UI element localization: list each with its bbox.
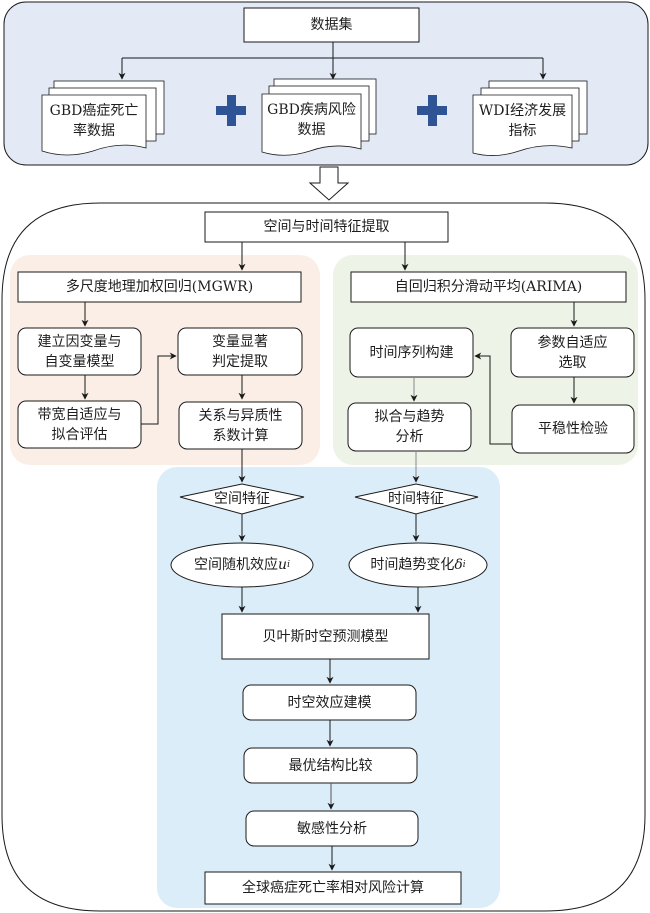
analysis-frame bbox=[1, 202, 646, 912]
bayes-model-box bbox=[221, 613, 430, 660]
mgwr-step-model: 建立因变量与 自变量模型 bbox=[37, 333, 122, 370]
mgwr-step-box-3 bbox=[177, 327, 303, 376]
arima-step-params: 参数自适应 选取 bbox=[537, 334, 608, 371]
dataset-title: 数据集 bbox=[310, 17, 353, 33]
mgwr-step-box-4 bbox=[178, 401, 303, 450]
arima-step-fit-trend: 拟合与趋势 分析 bbox=[374, 409, 445, 445]
mgwr-title-box bbox=[17, 271, 302, 303]
mgwr-step-coefficients: 关系与异质性 系数计算 bbox=[198, 407, 283, 444]
extraction-box bbox=[204, 211, 449, 243]
arima-title: 自回归积分滑动平均(ARIMA) bbox=[394, 279, 583, 295]
bayes-model-label: 贝叶斯时空预测模型 bbox=[262, 628, 389, 645]
bayes-step-structure-comparison: 最优结构比较 bbox=[288, 757, 373, 774]
temporal-effect-subscript: i bbox=[462, 560, 466, 570]
spatial-decision-diamond bbox=[179, 483, 305, 515]
bayes-step-effect-modeling: 时空效应建模 bbox=[287, 694, 372, 711]
temporal-decision-label: 时间特征 bbox=[388, 491, 444, 507]
document-stack-icon bbox=[472, 80, 588, 156]
arima-step-box-2 bbox=[347, 402, 472, 452]
plus-icon bbox=[417, 95, 447, 126]
spatial-effect-subscript: i bbox=[287, 560, 290, 570]
arima-step-box-4 bbox=[511, 404, 635, 454]
arima-step-series: 时间序列构建 bbox=[369, 344, 454, 361]
mgwr-step-bandwidth: 带宽自适应与 拟合评估 bbox=[37, 406, 122, 443]
spatial-decision-label: 空间特征 bbox=[214, 491, 270, 507]
document-stack-icon bbox=[261, 78, 377, 156]
source-label-wdi: WDI经济发展 指标 bbox=[478, 103, 567, 139]
hollow-down-arrow-icon bbox=[308, 166, 350, 201]
source-label-cancer-mortality: GBD癌症死亡 率数据 bbox=[49, 103, 139, 139]
extraction-title: 空间与时间特征提取 bbox=[263, 219, 390, 235]
mgwr-step-box-1 bbox=[17, 327, 142, 376]
arima-step-box-1 bbox=[349, 327, 474, 378]
bayes-step-sensitivity: 敏感性分析 bbox=[297, 820, 367, 837]
arima-title-box bbox=[350, 271, 627, 303]
result-label: 全球癌症死亡率相对风险计算 bbox=[242, 880, 424, 896]
temporal-decision-diamond bbox=[354, 483, 479, 515]
source-label-disease-risk: GBD疾病风险 数据 bbox=[267, 102, 356, 138]
temporal-effect-symbol: δ bbox=[454, 557, 463, 573]
dataset-title-box bbox=[243, 7, 420, 43]
plus-icon bbox=[216, 95, 246, 126]
document-stack-icon bbox=[41, 80, 165, 156]
temporal-effect-text: 时间趋势变化 bbox=[370, 557, 455, 573]
mgwr-step-significance: 变量显著 判定提取 bbox=[212, 333, 268, 370]
spatial-effect-text: 空间随机效应 bbox=[194, 557, 279, 573]
arima-step-box-3 bbox=[510, 327, 635, 378]
spatial-effect-symbol: u bbox=[278, 557, 288, 573]
result-box bbox=[204, 871, 462, 905]
mgwr-title: 多尺度地理加权回归(MGWR) bbox=[65, 279, 254, 295]
arima-step-stationarity: 平稳性检验 bbox=[538, 421, 608, 437]
